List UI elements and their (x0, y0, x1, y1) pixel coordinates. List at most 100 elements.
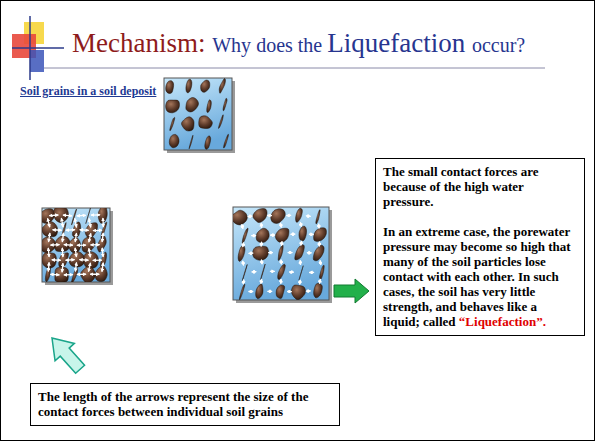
contact-force-arrow (248, 215, 252, 217)
contact-force-arrow (280, 260, 282, 264)
soil-grain (223, 98, 227, 111)
contact-force-arrow (64, 244, 73, 246)
soil-grain (219, 79, 225, 94)
contact-force-arrow (260, 223, 262, 227)
soil-grain (278, 245, 283, 260)
contact-force-arrow (90, 244, 99, 246)
contact-force-arrow (50, 274, 59, 276)
contact-force-arrow (88, 263, 90, 272)
soil-grain (166, 81, 174, 94)
contact-force-arrow (318, 224, 320, 228)
contact-force-arrow (300, 241, 302, 245)
contact-force-arrow (49, 214, 58, 216)
soil-grain (275, 228, 289, 242)
soil-grain (299, 266, 303, 280)
soil-grain (253, 209, 267, 223)
contact-force-arrow (306, 215, 310, 217)
contact-force-arrow (102, 248, 103, 257)
grains (233, 208, 326, 299)
contact-force-arrow (62, 233, 63, 242)
text-box: The length of the arrows represent the s… (30, 383, 340, 426)
contact-force-arrow (90, 274, 99, 275)
title-rule (44, 68, 545, 69)
contact-force-arrow (89, 233, 91, 242)
contact-force-arrow (49, 233, 50, 242)
contact-force-arrow (287, 291, 291, 292)
contact-force-arrow (251, 235, 255, 236)
soil-grain (199, 116, 213, 129)
grains (42, 208, 107, 282)
contact-force-arrow (75, 262, 76, 271)
picture-caption: Soil grains in a soil deposit (20, 84, 156, 99)
contact-force-arrow (91, 214, 100, 216)
soil-grain (256, 228, 269, 242)
contact-force-arrow (52, 259, 61, 261)
contact-force-arrows (48, 215, 104, 275)
contact-force-arrow (79, 259, 88, 261)
contact-force-arrow (270, 271, 274, 272)
contact-force-arrow (61, 218, 63, 227)
contact-force-arrow (319, 242, 320, 246)
soil-grain (314, 283, 323, 297)
contact-force-arrow (300, 222, 302, 226)
soil-grain (186, 97, 199, 111)
contact-force-arrow (280, 279, 282, 283)
contact-force-arrow (63, 214, 72, 216)
contact-force-arrow (75, 233, 76, 242)
contact-force-arrow (62, 248, 64, 257)
soil-grain (186, 79, 192, 92)
grains (166, 79, 229, 150)
soil-grain (253, 246, 269, 260)
contact-force-arrow (281, 241, 283, 245)
soil-picture (231, 207, 332, 303)
contact-force-arrow (93, 260, 102, 262)
soil-grain (169, 134, 179, 147)
text-box: The small contact forces are because of … (375, 158, 585, 336)
green-block-arrow (334, 279, 369, 303)
contact-force-arrow (66, 229, 75, 231)
title-word: the (298, 34, 327, 56)
contact-force-arrow (242, 224, 243, 228)
contact-force-arrow (102, 233, 103, 242)
contact-force-arrow (242, 243, 244, 247)
soil-grain (296, 208, 303, 222)
contact-force-arrow (260, 242, 262, 246)
soil-grain (316, 210, 320, 224)
soil-grain (276, 285, 285, 299)
contact-force-arrow (252, 271, 256, 273)
soil-grain (242, 265, 247, 281)
contact-force-arrow (300, 260, 302, 264)
contact-force-arrow (66, 259, 75, 261)
contact-force-arrow (48, 218, 50, 227)
contact-force-arrow (307, 252, 311, 253)
contact-force-arrow (299, 280, 301, 284)
soil-grain (181, 117, 194, 131)
contact-force-arrow (80, 229, 89, 231)
water-ground (233, 207, 329, 300)
contact-force-arrow (102, 263, 103, 272)
soil-grain (170, 117, 175, 130)
contact-force-arrow (48, 262, 50, 271)
deco-line (12, 47, 64, 49)
soil-grain (299, 226, 307, 241)
contact-force-arrow (319, 260, 321, 264)
soil-grain (205, 136, 211, 149)
box-text: The length of the arrows represent the s… (38, 389, 332, 419)
text-run: In an extreme case, the porewater pressu… (383, 224, 571, 329)
soil-grain (224, 134, 229, 148)
contact-force-arrow (268, 291, 272, 292)
contact-force-arrows (242, 215, 321, 291)
contact-force-arrow (261, 260, 263, 264)
contact-force-arrow (306, 290, 310, 292)
slide-title: Mechanism: Why does the Liquefaction occ… (72, 28, 525, 59)
soil-grain (207, 100, 212, 113)
contact-force-arrow (48, 248, 50, 257)
title-word: occur? (472, 34, 525, 56)
soil-grain (233, 210, 247, 225)
box-text: The small contact forces are because of … (383, 164, 577, 209)
soil-grain (218, 115, 223, 129)
soil-grain (295, 245, 305, 260)
contact-force-arrow (242, 261, 244, 265)
